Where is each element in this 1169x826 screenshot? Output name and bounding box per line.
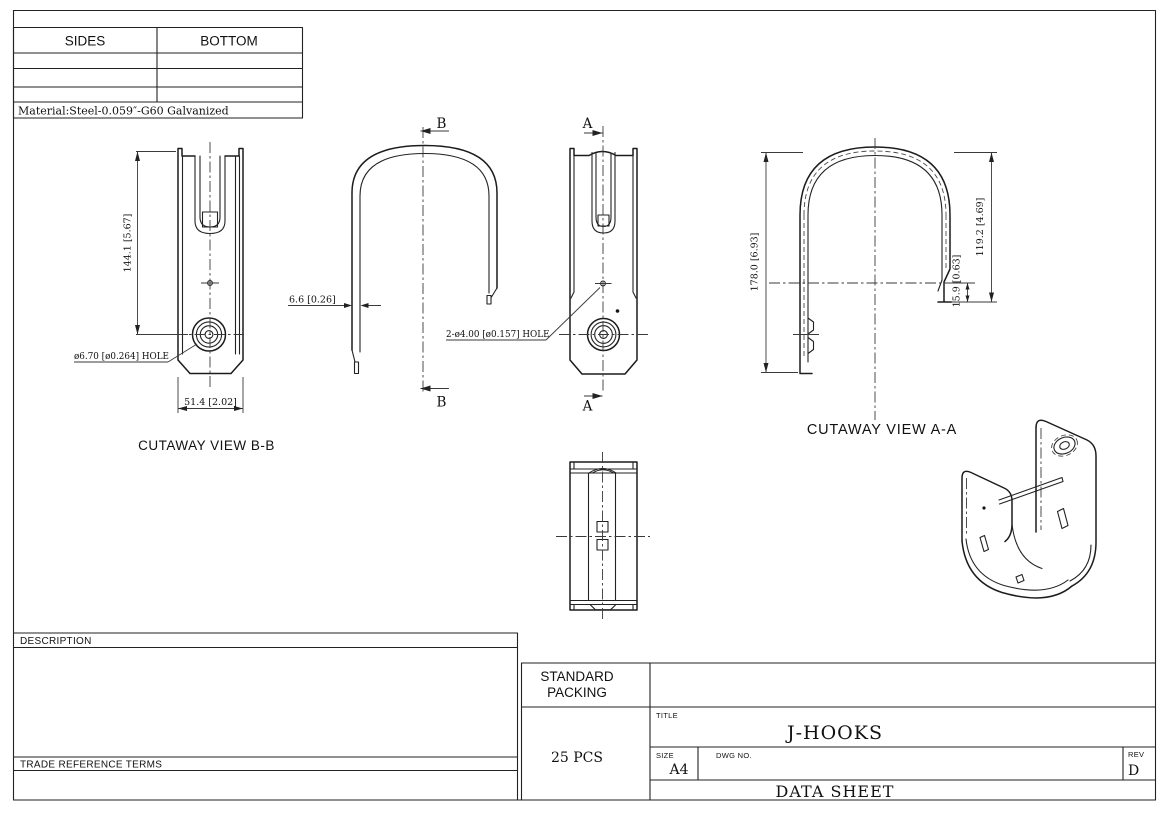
description-block: DESCRIPTION TRADE REFERENCE TERMS [12, 632, 519, 801]
aa-height-dim: 178.0 [6.93] [750, 233, 761, 292]
front-part-outline [569, 147, 638, 375]
side-inner-profile [359, 152, 490, 353]
plan-centerlines [556, 452, 650, 621]
size-value: A4 [668, 762, 688, 778]
bb-view-label: CUTAWAY VIEW B-B [138, 438, 275, 453]
side-outer-profile [351, 144, 498, 351]
bb-part-outline [177, 147, 244, 375]
view-cutaway-bb: 144.1 [5.67] ø6.70 [ø0.264] HOLE 51.4 [2… [74, 142, 275, 453]
rev-label: REV [1128, 750, 1144, 759]
sheet-border [12, 9, 1157, 801]
side-right-foot [490, 287, 498, 298]
view-plan [556, 452, 650, 621]
side-section-letter-bottom: B [437, 395, 447, 411]
side-left-foot-tab [353, 361, 360, 375]
iso-mounting-hole [1051, 434, 1078, 457]
bb-dimension-lines [74, 151, 244, 413]
iso-retainer-rod [998, 476, 1064, 505]
sheet-name: DATA SHEET [776, 782, 895, 801]
aa-inner-height-dim: 119.2 [4.69] [975, 198, 986, 257]
front-section-arrow-lines [584, 132, 603, 397]
title-label: TITLE [656, 711, 678, 720]
front-hole-leader [446, 287, 601, 341]
drawing-title: J-HOOKS [785, 722, 883, 744]
size-label: SIZE [656, 751, 674, 760]
bb-centerlines [175, 142, 244, 390]
iso-band-inner-edges [965, 523, 1092, 591]
bb-hole-dim: ø6.70 [ø0.264] HOLE [74, 352, 169, 362]
side-right-foot-tab [486, 294, 492, 305]
title-block-grid [520, 662, 1157, 801]
aa-foot-dim: 15.9 [0.63] [952, 255, 963, 308]
iso-slots [979, 507, 1069, 584]
iso-weld-dot [982, 506, 986, 510]
front-flange-edges [570, 154, 637, 299]
view-front: A A 2-ø4.00 [ø0.157] HOLE [446, 116, 649, 415]
spec-table: SIDES BOTTOM Material:Steel-0.059″-G60 G… [12, 26, 304, 119]
front-section-letter-bottom: A [582, 399, 593, 415]
view-side-profile: B B 6.6 [0.26] [288, 116, 498, 411]
front-holes-dim: 2-ø4.00 [ø0.157] HOLE [446, 330, 550, 340]
side-section-letter-top: B [437, 116, 447, 132]
side-thickness-dim: 6.6 [0.26] [289, 295, 336, 306]
rev-value: D [1128, 763, 1139, 779]
aa-view-label: CUTAWAY VIEW A-A [807, 422, 957, 438]
trade-terms-label: TRADE REFERENCE TERMS [20, 760, 162, 771]
front-centerlines [559, 126, 649, 393]
aa-hidden-midline [803, 150, 947, 358]
iso-front-plate [961, 470, 1013, 543]
aa-centerlines [769, 138, 962, 420]
aa-dimension-lines [761, 152, 997, 373]
spec-table-header-bottom: BOTTOM [200, 34, 258, 49]
iso-bottom-band [961, 540, 1073, 599]
spec-table-header-sides: SIDES [65, 34, 106, 49]
bb-height-dim: 144.1 [5.67] [123, 214, 134, 273]
bb-flange-edges [181, 155, 241, 355]
bb-width-dim: 51.4 [2.02] [184, 397, 237, 408]
aa-outer-profile [799, 146, 953, 375]
description-label: DESCRIPTION [20, 636, 92, 647]
front-section-arrowheads [592, 130, 603, 399]
side-thickness-arrows [344, 303, 369, 308]
side-left-foot [351, 349, 356, 363]
front-slot [591, 151, 616, 234]
description-grid [12, 632, 519, 801]
spec-table-grid [12, 26, 304, 119]
iso-centerlines [966, 428, 1042, 536]
material-note: Material:Steel-0.059″-G60 Galvanized [18, 105, 229, 118]
side-section-arrow-lines [420, 130, 449, 389]
packing-qty: 25 PCS [551, 750, 603, 766]
dwg-no-label: DWG NO. [716, 751, 752, 760]
front-weld-dot [615, 309, 620, 313]
aa-inner-profile [807, 154, 943, 363]
side-section-arrowheads [420, 128, 431, 392]
plan-flange-lines [569, 461, 638, 611]
front-section-letter-top: A [582, 116, 593, 132]
plan-outline [569, 461, 638, 611]
view-cutaway-aa: 178.0 [6.93] 119.2 [4.69] 15.9 [0.63] CU… [750, 138, 997, 438]
front-square-hole [597, 214, 610, 227]
title-block: STANDARD PACKING 25 PCS TITLE J-HOOKS SI… [520, 662, 1157, 801]
packing-label-line1: STANDARD [540, 669, 614, 684]
packing-label-line2: PACKING [547, 685, 607, 700]
aa-leg-embossments [807, 317, 815, 355]
iso-back-plate [1035, 419, 1097, 587]
view-isometric [961, 419, 1097, 599]
